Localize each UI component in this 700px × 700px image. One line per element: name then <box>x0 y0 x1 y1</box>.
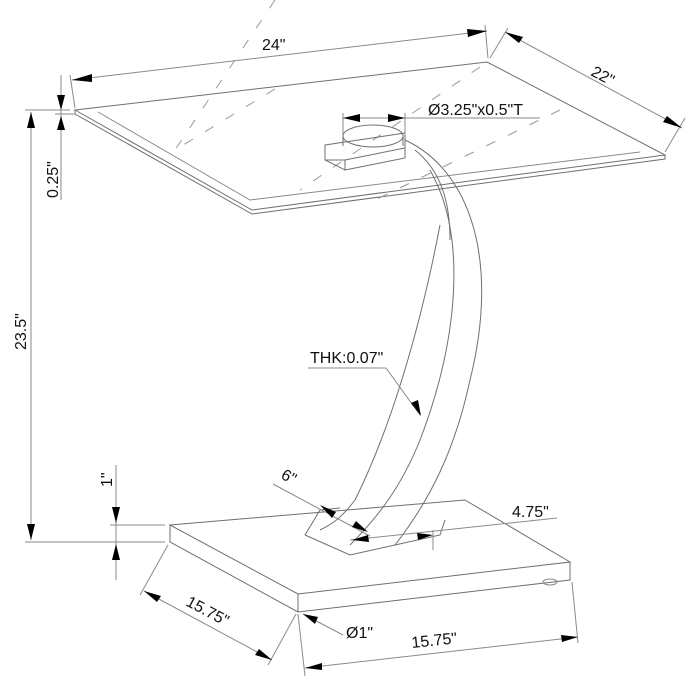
curved-support <box>304 139 483 556</box>
dim-top-thickness: 0.25" <box>45 75 75 200</box>
label-support-width: 4.75" <box>512 504 549 521</box>
label-support-depth: 6" <box>278 467 299 489</box>
label-foot-diameter: Ø1" <box>346 625 373 642</box>
dim-support-width: 4.75" <box>349 504 558 550</box>
label-base-thickness: 1" <box>99 472 116 487</box>
table-top <box>73 0 667 215</box>
dim-support-thickness: THK:0.07" <box>308 350 421 416</box>
dim-overall-height: 23.5" <box>13 109 165 543</box>
dim-foot-diameter: Ø1" <box>302 613 373 642</box>
label-base-width: 15.75" <box>411 630 458 652</box>
dim-top-width: 24" <box>69 24 489 109</box>
label-top-depth: 22" <box>588 64 617 90</box>
dim-base-thickness: 1" <box>99 465 165 580</box>
label-top-thickness: 0.25" <box>45 161 62 198</box>
label-mount-disc: Ø3.25"x0.5"T <box>428 102 523 119</box>
label-top-width: 24" <box>262 37 285 54</box>
top-mount-disc <box>324 124 406 171</box>
dim-support-depth: 6" <box>272 467 371 537</box>
dim-top-depth: 22" <box>489 27 686 153</box>
dim-base-width: 15.75" <box>297 581 579 677</box>
dim-mount-disc: Ø3.25"x0.5"T <box>342 102 540 135</box>
dim-base-depth: 15.75" <box>139 544 297 666</box>
base-plate <box>168 499 572 613</box>
label-overall-height: 23.5" <box>13 313 30 350</box>
label-base-depth: 15.75" <box>183 594 231 630</box>
label-support-thickness: THK:0.07" <box>310 350 383 367</box>
